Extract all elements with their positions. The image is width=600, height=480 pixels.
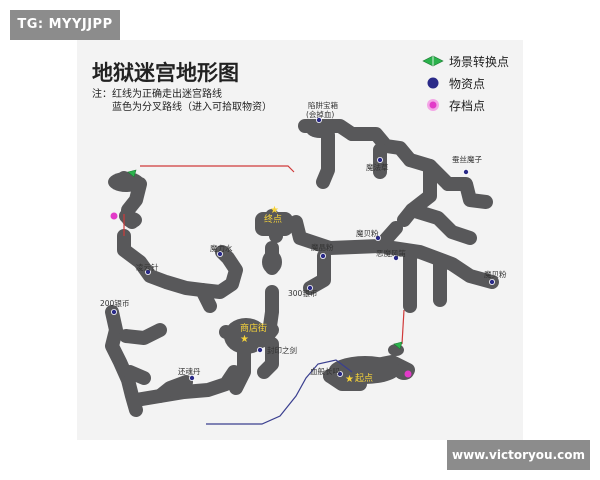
label-evil-wind: 恶魔风笛 bbox=[376, 248, 406, 258]
note-line-1: 注：红线为正确走出迷宫路线 bbox=[92, 89, 222, 100]
supply-point-icon bbox=[319, 252, 326, 259]
label-magic-herb: 魔法草 bbox=[366, 162, 389, 172]
scene-switch-icon bbox=[393, 341, 403, 350]
label-magic-crystal: 魔晶粉 bbox=[311, 242, 334, 252]
supply-point-icon bbox=[462, 168, 469, 175]
label-blood-rune: 血般长吗 bbox=[310, 366, 340, 376]
note-line-2: 蓝色为分叉路线（进入可拾取物资） bbox=[112, 102, 272, 113]
watermark-bottom-right: www.victoryou.com bbox=[447, 440, 590, 470]
supply-point-icon bbox=[111, 308, 118, 315]
scene-switch-icon bbox=[127, 169, 137, 178]
page-title: 地狱迷宫地形图 bbox=[92, 61, 239, 85]
save-point-icon bbox=[110, 212, 118, 220]
watermark-top-left: TG: MYYJJPP bbox=[10, 10, 120, 40]
label-magic-water: 魔力水 bbox=[210, 243, 233, 253]
supply-point-icon bbox=[216, 250, 223, 257]
end-star-icon: ★ bbox=[270, 205, 279, 216]
supply-point-icon bbox=[144, 268, 151, 275]
branch-route bbox=[206, 359, 353, 425]
supply-point-icon bbox=[315, 117, 322, 124]
label-start-point: 起点 bbox=[355, 373, 373, 384]
supply-point-icon bbox=[306, 284, 313, 291]
legend-label: 存档点 bbox=[449, 98, 486, 113]
label-seal-sword: 封印之剑 bbox=[267, 345, 297, 355]
label-end-point: 终点 bbox=[264, 213, 282, 225]
shop-star-icon: ★ bbox=[240, 334, 249, 345]
legend-supply-point: 物资点 bbox=[421, 74, 485, 92]
label-magic-powder-2: 魔贝粉 bbox=[484, 269, 507, 279]
supply-point-icon bbox=[374, 234, 381, 241]
save-point-icon bbox=[404, 370, 412, 378]
supply-point-icon bbox=[376, 156, 383, 163]
legend-label: 物资点 bbox=[449, 76, 486, 91]
label-trap-box: 陷阱宝箱 bbox=[308, 100, 338, 110]
maze-rooms bbox=[108, 122, 414, 384]
correct-route bbox=[123, 165, 405, 345]
start-star-icon: ★ bbox=[345, 374, 354, 385]
label-silkworm: 蚕丝魔子 bbox=[452, 154, 482, 164]
label-cloud-needle: 凌云针 bbox=[136, 262, 159, 272]
label-magic-powder: 魔贝粉 bbox=[356, 228, 379, 238]
supply-point-icon bbox=[488, 278, 495, 285]
supply-point-icon bbox=[392, 254, 399, 261]
supply-points bbox=[111, 117, 495, 381]
maze-corridors bbox=[105, 119, 499, 417]
label-shop-street: 商店街 bbox=[240, 322, 267, 334]
label-return-pill: 还魂丹 bbox=[178, 366, 201, 376]
label-coins-300: 300银币 bbox=[288, 289, 317, 298]
label-trap-box-note: (会掉血) bbox=[306, 109, 334, 119]
legend-save-point: 存档点 bbox=[421, 96, 485, 114]
label-coins-200: 200银币 bbox=[100, 299, 129, 308]
legend-label: 场景转换点 bbox=[449, 54, 510, 69]
map-labels: 陷阱宝箱 (会掉血) 魔法草 蚕丝魔子 魔贝粉 魔晶粉 恶魔风笛 魔力水 凌云针… bbox=[100, 100, 507, 384]
supply-point-icon bbox=[427, 77, 439, 89]
supply-point-icon bbox=[188, 374, 195, 381]
save-points bbox=[110, 212, 412, 378]
scene-switch-points bbox=[127, 169, 403, 350]
save-point-icon bbox=[427, 99, 439, 111]
scene-switch-icon bbox=[422, 55, 444, 67]
star-markers: ★ ★ ★ bbox=[240, 205, 354, 385]
supply-point-icon bbox=[256, 346, 263, 353]
legend-scene-switch: 场景转换点 bbox=[421, 52, 509, 70]
supply-point-icon bbox=[336, 370, 343, 377]
